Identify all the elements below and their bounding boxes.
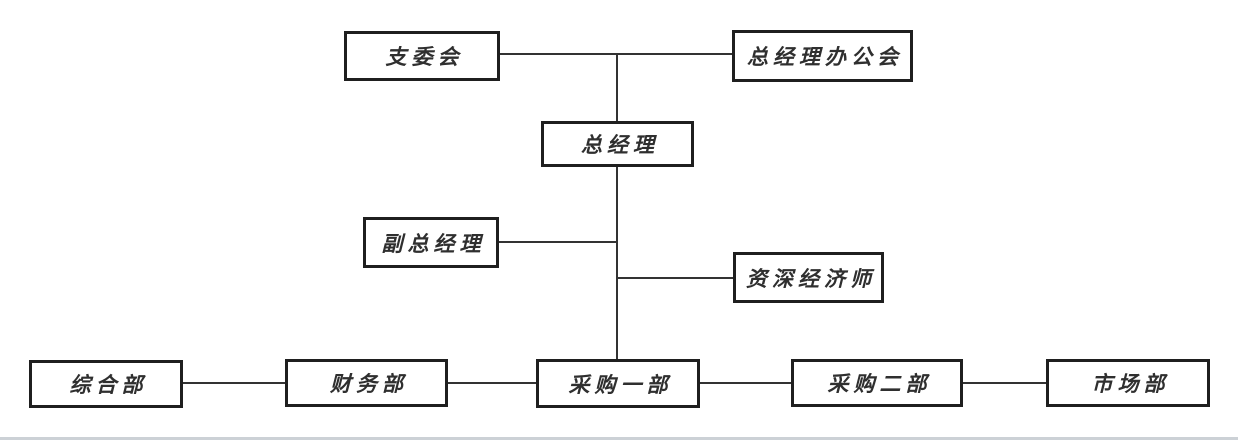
org-node-zonghebu: 综合部 [29, 360, 183, 408]
org-node-zongjingli-bangonghui: 总经理办公会 [732, 30, 913, 82]
org-node-zhiweihui: 支委会 [344, 31, 500, 81]
bottom-divider [0, 437, 1238, 440]
connector-senior-economist [617, 277, 733, 279]
connector-main-trunk [616, 53, 618, 359]
connector-deputy-gm [499, 241, 617, 243]
connector-finance-procurement1 [448, 382, 536, 384]
connector-procurement2-marketing [963, 382, 1046, 384]
org-node-caigou-yibu: 采购一部 [536, 359, 700, 408]
org-node-fu-zongjingli: 副总经理 [363, 217, 499, 268]
org-node-caiwubu: 财务部 [285, 359, 448, 407]
connector-procurement1-procurement2 [700, 382, 791, 384]
org-node-zishen-jingjishi: 资深经济师 [733, 252, 884, 303]
org-node-shichangbu: 市场部 [1046, 359, 1210, 407]
org-node-caigou-erbu: 采购二部 [791, 359, 963, 407]
org-node-zongjingli: 总经理 [541, 121, 694, 167]
connector-general-finance [183, 382, 285, 384]
